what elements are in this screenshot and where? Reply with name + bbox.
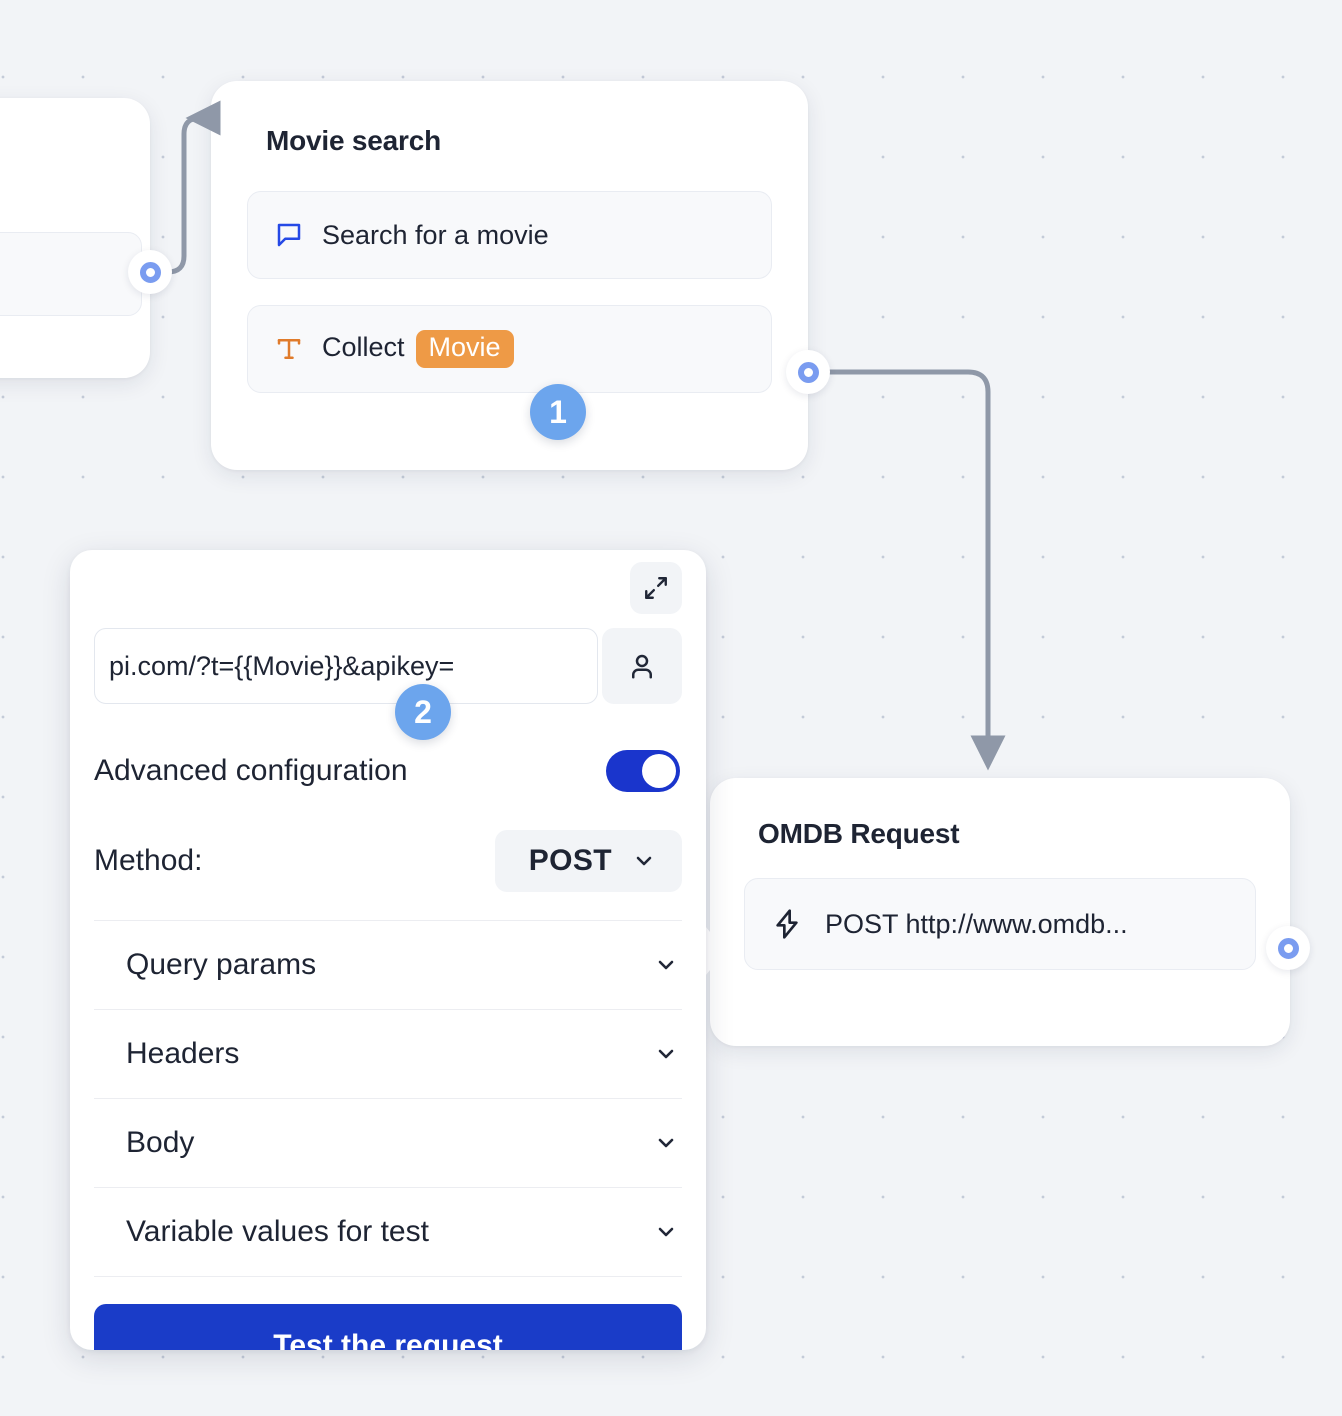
node-row-collect-movie[interactable]: Collect Movie (247, 305, 772, 393)
movie-search-output-port[interactable] (786, 350, 830, 394)
accordion-label: Variable values for test (126, 1215, 429, 1248)
accordion-label: Query params (126, 948, 317, 981)
request-config-panel[interactable]: Advanced configuration Method: POST (70, 550, 706, 1350)
method-select[interactable]: POST (494, 830, 682, 892)
accordion-variable-values-for-test[interactable]: Variable values for test (94, 1188, 682, 1277)
speech-bubble-icon (274, 220, 304, 250)
accordion-label: Body (126, 1126, 195, 1159)
advanced-configuration-toggle[interactable] (606, 750, 680, 792)
accordion-query-params[interactable]: Query params (94, 921, 682, 1010)
node-row-label: Search for a movie (322, 219, 549, 250)
chevron-down-icon (654, 1131, 678, 1155)
node-card-partial[interactable] (0, 98, 150, 378)
url-row[interactable] (94, 628, 682, 704)
lightning-bolt-icon (771, 908, 803, 940)
expand-diagonal-icon (643, 575, 669, 601)
connector-movie-to-omdb (827, 369, 1006, 771)
accordion-headers[interactable]: Headers (94, 1010, 682, 1099)
test-the-request-button[interactable]: Test the request (94, 1304, 682, 1350)
node-row-search-for-a-movie[interactable]: Search for a movie (247, 191, 772, 279)
node-card-omdb-request[interactable]: OMDB Request POST http://www.omdb... (710, 778, 1290, 1046)
node-title-movie-search: Movie search (266, 125, 442, 156)
node-title-omdb-request: OMDB Request (758, 818, 960, 849)
method-row: Method: POST (94, 830, 682, 921)
toggle-knob (642, 754, 676, 788)
advanced-configuration-label: Advanced configuration (94, 754, 408, 787)
request-url-input[interactable] (94, 628, 598, 704)
chevron-down-icon (632, 849, 656, 873)
accordion-label: Headers (126, 1037, 240, 1070)
method-label: Method: (94, 844, 203, 877)
method-selected-value: POST (528, 844, 612, 877)
node-row-placeholder[interactable] (0, 232, 142, 316)
step-badge-2: 2 (395, 684, 451, 740)
chevron-down-icon (654, 953, 678, 977)
chevron-down-icon (654, 1220, 678, 1244)
accordion-body[interactable]: Body (94, 1099, 682, 1188)
connector-left-to-movie (149, 100, 221, 275)
node-card-movie-search[interactable]: Movie search Search for a movie (211, 81, 808, 470)
person-icon (627, 651, 657, 681)
left-node-port[interactable] (128, 250, 172, 294)
node-row-label: POST http://www.omdb... (825, 908, 1128, 939)
step-badge-1: 1 (530, 384, 586, 440)
text-t-icon (274, 334, 304, 364)
advanced-configuration-row[interactable]: Advanced configuration (94, 750, 682, 792)
chevron-down-icon (654, 1042, 678, 1066)
variable-chip-movie[interactable]: Movie (415, 330, 514, 368)
select-user-variable-button[interactable] (602, 628, 682, 704)
node-row-post-request[interactable]: POST http://www.omdb... (744, 878, 1256, 970)
expand-panel-button[interactable] (630, 562, 682, 614)
omdb-output-port[interactable] (1266, 926, 1310, 970)
node-row-label: Collect (322, 332, 405, 363)
